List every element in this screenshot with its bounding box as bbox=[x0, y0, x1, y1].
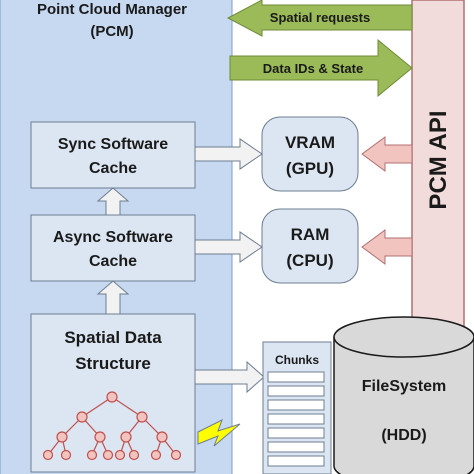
pcm-api-label: PCM API bbox=[425, 110, 452, 209]
spatial-requests-arrow bbox=[226, 0, 413, 37]
filesystem-line1: FileSystem bbox=[362, 378, 446, 395]
tree-node bbox=[156, 431, 168, 443]
sync-cache-line2: Cache bbox=[89, 160, 137, 177]
filesystem-cylinder bbox=[333, 316, 474, 474]
chunk-item bbox=[267, 427, 325, 439]
sync-cache-line1: Sync Software bbox=[58, 136, 168, 153]
chunk-list bbox=[267, 371, 325, 467]
async-to-sync-arrow bbox=[96, 187, 130, 216]
tree-node bbox=[170, 449, 182, 461]
filesystem-line2: (HDD) bbox=[381, 427, 426, 444]
spatial-requests-label: Spatial requests bbox=[270, 10, 370, 25]
async-software-cache-box bbox=[30, 214, 196, 282]
chunk-item bbox=[267, 399, 325, 411]
tree-node bbox=[76, 411, 88, 423]
tree-node bbox=[120, 431, 132, 443]
chunk-item bbox=[267, 455, 325, 467]
sync-software-cache-box bbox=[30, 121, 196, 189]
tree-node bbox=[56, 431, 68, 443]
async-to-ram-arrow bbox=[194, 231, 263, 263]
data-ids-state-arrow bbox=[229, 38, 413, 98]
tree-node bbox=[94, 431, 106, 443]
tree-node bbox=[114, 449, 126, 461]
structure-to-chunks-arrow bbox=[194, 360, 265, 394]
spatial-structure-line1: Spatial Data bbox=[64, 328, 162, 347]
api-to-vram-arrow bbox=[361, 136, 413, 172]
tree-node bbox=[128, 449, 140, 461]
chunk-item bbox=[267, 371, 325, 383]
pcm-title-line1: Point Cloud Manager bbox=[37, 1, 187, 18]
chunk-item bbox=[267, 413, 325, 425]
ram-line1: RAM bbox=[291, 225, 330, 244]
spatial-structure-line2: Structure bbox=[75, 354, 151, 373]
tree-node bbox=[60, 449, 72, 461]
vram-line1: VRAM bbox=[285, 133, 335, 152]
tree-node bbox=[150, 449, 162, 461]
pcm-title-line2: (PCM) bbox=[90, 23, 133, 40]
chunk-item bbox=[267, 441, 325, 453]
chunk-item bbox=[267, 385, 325, 397]
tree-node bbox=[106, 391, 118, 403]
tree-node bbox=[136, 411, 148, 423]
chunks-label: Chunks bbox=[275, 353, 319, 367]
async-cache-line1: Async Software bbox=[53, 229, 173, 246]
vram-box bbox=[261, 116, 359, 192]
async-cache-line2: Cache bbox=[89, 253, 137, 270]
structure-to-async-arrow bbox=[96, 280, 130, 315]
data-ids-state-label: Data IDs & State bbox=[263, 61, 363, 76]
sync-to-vram-arrow bbox=[194, 138, 263, 170]
tree-node bbox=[86, 449, 98, 461]
api-to-ram-arrow bbox=[361, 229, 413, 265]
lightning-icon bbox=[197, 418, 241, 447]
vram-line2: (GPU) bbox=[286, 159, 334, 178]
tree-node bbox=[102, 449, 114, 461]
tree-node bbox=[42, 449, 54, 461]
tree-icon bbox=[42, 391, 182, 461]
ram-box bbox=[261, 208, 359, 284]
ram-line2: (CPU) bbox=[286, 251, 333, 270]
